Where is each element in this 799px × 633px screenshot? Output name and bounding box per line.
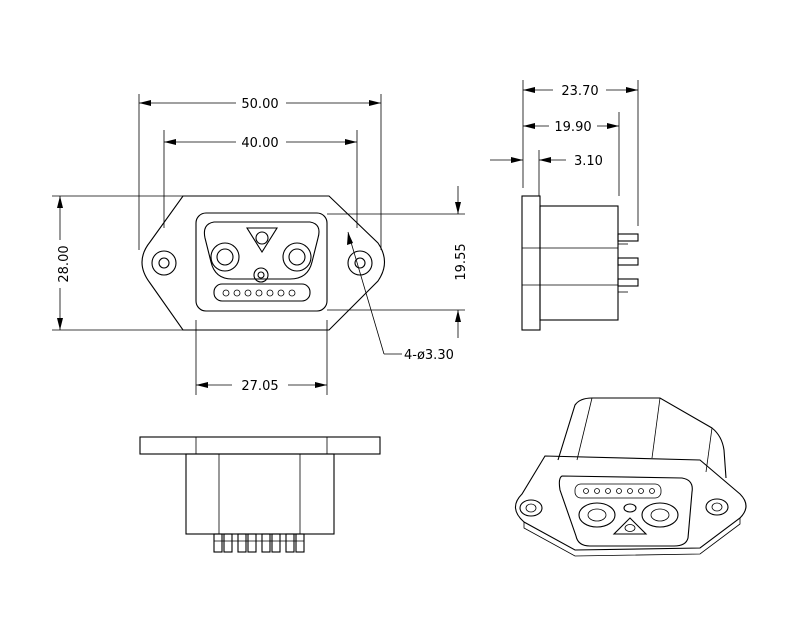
signal-pin [266,289,274,297]
left-mount-hole [151,250,177,276]
center-pin-inner [257,271,265,279]
dim-body-width: 27.05 [241,379,278,394]
front-view: 50.00 40.00 28.00 19.55 27.05 4-ø3.30 [52,94,469,395]
bottom-body [185,453,335,535]
signal-pin [233,289,241,297]
right-power-pin-inner [288,248,306,266]
left-power-pin [210,242,240,272]
signal-pin [288,289,296,297]
side-body [539,205,619,321]
iso-flange [514,455,747,551]
right-mount-hole-inner [354,257,366,269]
isometric-view [514,397,747,557]
signal-pin [255,289,263,297]
bottom-view [139,436,381,553]
side-flange [521,195,541,331]
right-power-pin [282,242,312,272]
iso-rear-body [557,397,727,479]
signal-pin [244,289,252,297]
bottom-flange [139,436,381,455]
iso-left-hole [519,499,543,517]
dim-flange-thickness: 3.10 [574,154,603,169]
side-pin [617,257,639,266]
dim-hole-spacing: 40.00 [241,136,278,151]
signal-pin [277,289,285,297]
front-flange-outline [141,195,386,331]
dim-side-pin-depth: 19.90 [554,120,591,135]
dim-body-height: 19.55 [454,243,469,280]
dim-hole-callout: 4-ø3.30 [404,348,454,363]
right-mount-hole [347,250,373,276]
dim-overall-height: 28.00 [57,245,72,282]
left-power-pin-inner [216,248,234,266]
side-view: 23.70 19.90 3.10 [490,80,639,331]
bottom-pins [213,533,305,553]
dim-overall-width: 50.00 [241,97,278,112]
connector-body [195,212,328,312]
dim-side-total-depth: 23.70 [561,84,598,99]
side-pin [617,233,639,242]
left-mount-hole-inner [158,257,170,269]
signal-pin [222,289,230,297]
side-pin [617,278,639,287]
connector-face [203,221,320,280]
top-pin [255,231,269,245]
iso-right-hole [705,498,729,516]
top-pin-housing [246,227,278,254]
center-pin [253,267,269,283]
iso-connector-face [558,475,693,547]
signal-pin-row [213,283,311,302]
